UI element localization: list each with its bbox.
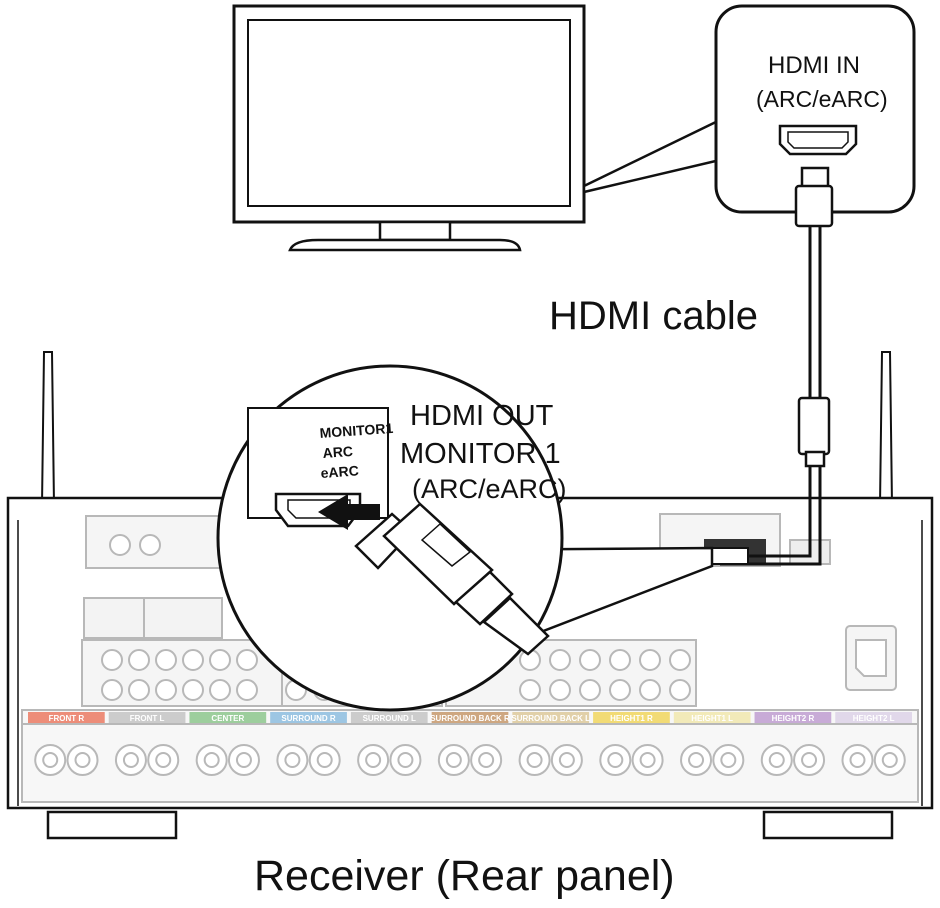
- speaker-terminal-core: [203, 752, 220, 768]
- speaker-terminal-core: [849, 752, 866, 768]
- speaker-terminal-core: [558, 752, 575, 768]
- speaker-terminal-core: [284, 752, 301, 768]
- zone-strip-label: HEIGHT1 L: [691, 714, 733, 723]
- speaker-terminal-core: [316, 752, 333, 768]
- rca-jack: [128, 679, 150, 701]
- rca-jack: [155, 649, 177, 671]
- receiver-port-line3: (ARC/eARC): [412, 474, 567, 504]
- tv-port-mode-label: (ARC/eARC): [756, 86, 888, 112]
- rca-jack: [609, 679, 631, 701]
- port-print: MONITOR1 ARC eARC: [319, 420, 394, 481]
- rca-jack: [182, 649, 204, 671]
- speaker-terminal-core: [42, 752, 59, 768]
- zone-strip-label: HEIGHT1 R: [610, 714, 653, 723]
- rca-jack: [182, 679, 204, 701]
- rca-jack: [639, 649, 661, 671]
- speaker-terminal-core: [639, 752, 656, 768]
- hdmi-cable-icon: [711, 166, 834, 566]
- receiver-port-line1: HDMI OUT: [410, 400, 554, 432]
- zone-strip: [431, 712, 509, 723]
- speaker-terminal-core: [768, 752, 785, 768]
- hdmi-in-port-icon: [778, 124, 858, 156]
- rca-jack: [579, 649, 601, 671]
- zone-strip-label: HEIGHT2 R: [772, 714, 815, 723]
- rca-jack: [155, 679, 177, 701]
- rca-jack: [209, 649, 231, 671]
- rca-jack: [609, 649, 631, 671]
- zone-strip: [754, 712, 832, 723]
- zone-strip: [28, 712, 105, 723]
- zone-strip-label: CENTER: [211, 714, 244, 723]
- rca-jack: [236, 679, 258, 701]
- speaker-terminal-core: [478, 752, 495, 768]
- zone-strip-label: SURROUND L: [363, 714, 416, 723]
- tv-port-name-label: HDMI IN: [768, 52, 860, 79]
- speaker-terminal-core: [397, 752, 414, 768]
- zone-strip-label: SURROUND R: [281, 714, 335, 723]
- zone-strip: [350, 712, 428, 723]
- speaker-terminal-core: [607, 752, 624, 768]
- speaker-terminal-core: [122, 752, 139, 768]
- zone-strip: [673, 712, 751, 723]
- hdmi-cable-label: HDMI cable: [549, 294, 758, 338]
- rca-jack: [579, 679, 601, 701]
- insert-arrow-icon: [318, 494, 380, 530]
- port-print-earc: eARC: [320, 462, 359, 481]
- zone-strip-label: FRONT R: [49, 714, 85, 723]
- zone-strip-label: HEIGHT2 L: [853, 714, 895, 723]
- tv-port-callout: [582, 4, 916, 214]
- rca-jack: [209, 679, 231, 701]
- speaker-terminal-core: [445, 752, 462, 768]
- speaker-terminal-core: [365, 752, 382, 768]
- television: [232, 4, 586, 252]
- receiver-caption: Receiver (Rear panel): [254, 852, 675, 900]
- rca-jack: [669, 679, 691, 701]
- zone-strip: [593, 712, 670, 723]
- zone-strip-label: SURROUND BACK L: [511, 714, 590, 723]
- port-print-arc: ARC: [322, 443, 353, 461]
- zone-strip: [189, 712, 267, 723]
- rca-jack: [519, 679, 541, 701]
- zone-strip: [270, 712, 347, 723]
- zone-strip-label: SURROUND BACK R: [430, 714, 510, 723]
- rca-jack: [139, 534, 161, 556]
- rca-jack: [639, 679, 661, 701]
- rca-jack: [669, 649, 691, 671]
- zone-strip: [835, 712, 912, 723]
- zone-strip: [108, 712, 186, 723]
- receiver-port-line2: MONITOR 1: [400, 438, 561, 470]
- magnifier-callout: [216, 364, 714, 712]
- rca-jack: [549, 649, 571, 671]
- rca-jack: [236, 649, 258, 671]
- speaker-terminal-core: [74, 752, 91, 768]
- speaker-terminals: [34, 744, 906, 776]
- rca-jack: [128, 649, 150, 671]
- rca-jack: [549, 679, 571, 701]
- rca-jack: [101, 679, 123, 701]
- speaker-terminal-core: [155, 752, 172, 768]
- rca-jack: [109, 534, 131, 556]
- speaker-terminal-core: [235, 752, 252, 768]
- speaker-zone-labels: FRONT R FRONT L CENTER SURROUND R SURROUND L…: [28, 712, 912, 723]
- port-print-monitor1: MONITOR1: [319, 420, 394, 441]
- rca-jack: [101, 649, 123, 671]
- speaker-terminal-core: [688, 752, 705, 768]
- speaker-terminal-core: [526, 752, 543, 768]
- speaker-terminal-core: [720, 752, 737, 768]
- speaker-terminal-core: [881, 752, 898, 768]
- zone-strip: [512, 712, 590, 723]
- hdmi-plug-icon: [354, 502, 550, 656]
- speaker-terminal-core: [801, 752, 818, 768]
- zone-strip-label: FRONT L: [130, 714, 165, 723]
